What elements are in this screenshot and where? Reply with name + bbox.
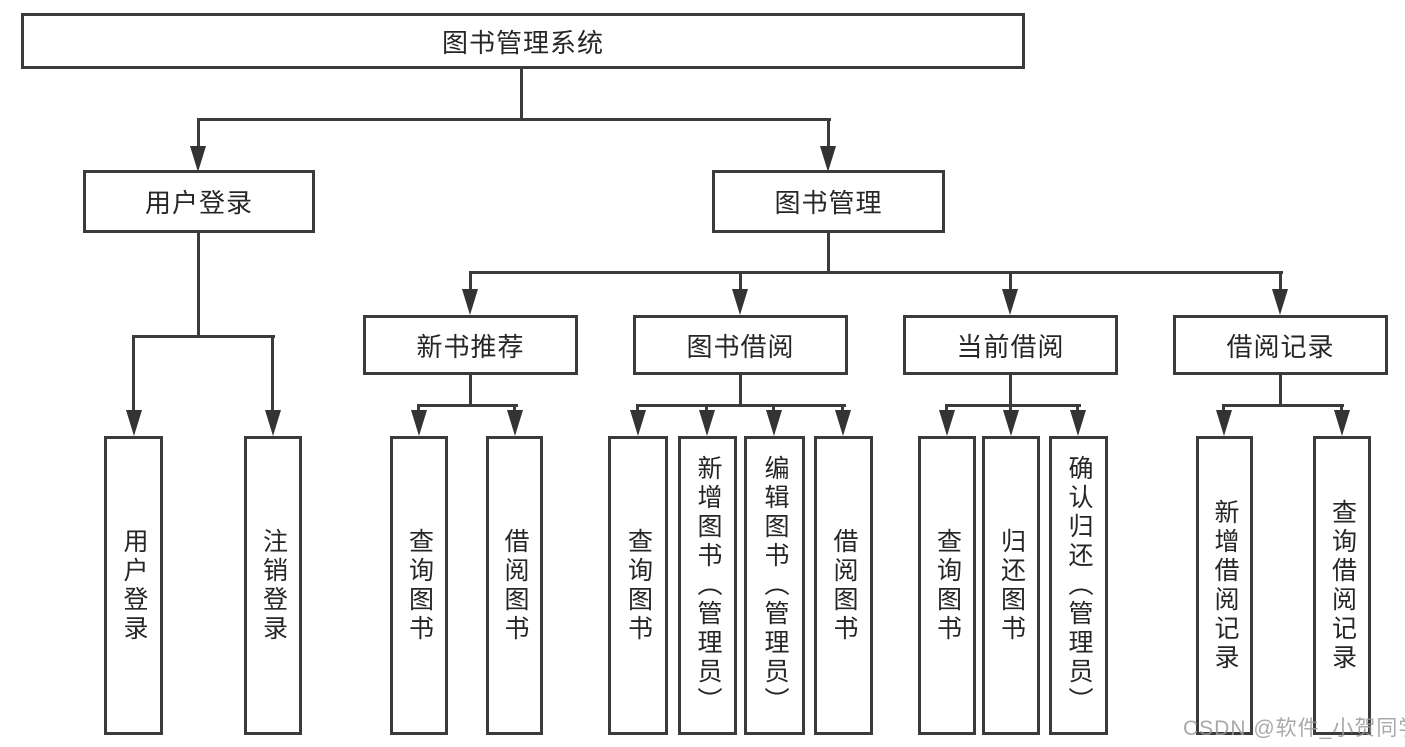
leaf-borrow-books-borrowing: 借阅图书: [814, 436, 873, 735]
arrow-down-icon: [190, 146, 206, 172]
connector-level3-stem: [1279, 271, 1282, 293]
leaf-query-books-newbook: 查询图书: [390, 436, 448, 735]
connector-book-borrow-branch: [636, 404, 846, 407]
leaf-add-books-admin: 新增图书（管理员）: [678, 436, 737, 735]
connector-book-mgmt-branch: [469, 271, 1283, 274]
leaf-label: 查询图书: [624, 527, 653, 644]
arrow-down-icon: [265, 410, 281, 436]
leaf-edit-books-admin: 编辑图书（管理员）: [744, 436, 805, 735]
connector-leaf-stem: [271, 335, 274, 413]
connector-user-login-down: [197, 233, 200, 337]
connector-user-login-stem: [197, 118, 200, 152]
arrow-down-icon: [699, 410, 715, 436]
leaf-label: 借阅图书: [830, 527, 858, 644]
watermark: CSDN @软件_小贺同学: [1183, 717, 1405, 740]
leaf-query-books-borrowing: 查询图书: [608, 436, 668, 735]
connector-level3-stem: [739, 271, 742, 293]
leaf-label: 查询图书: [405, 527, 434, 644]
leaf-label: 编辑图书（管理员）: [761, 455, 789, 716]
node-current-borrowing: 当前借阅: [903, 315, 1118, 375]
connector-root-stem: [520, 69, 523, 120]
arrow-down-icon: [1272, 289, 1288, 315]
node-root: 图书管理系统: [21, 13, 1025, 69]
leaf-user-login: 用户登录: [104, 436, 163, 735]
node-book-borrowing: 图书借阅: [633, 315, 848, 375]
arrow-down-icon: [820, 146, 836, 172]
connector-new-book-down: [469, 375, 472, 406]
leaf-borrow-books-newbook: 借阅图书: [486, 436, 543, 735]
leaf-label: 借阅图书: [501, 527, 529, 644]
connector-book-mgmt-stem: [827, 118, 830, 152]
arrow-down-icon: [126, 410, 142, 436]
node-book-management: 图书管理: [712, 170, 945, 233]
leaf-label: 确认归还（管理员）: [1065, 455, 1093, 716]
arrow-down-icon: [462, 289, 478, 315]
arrow-down-icon: [1003, 410, 1019, 436]
connector-borrow-record-branch: [1222, 404, 1344, 407]
arrow-down-icon: [1334, 410, 1350, 436]
arrow-down-icon: [939, 410, 955, 436]
connector-new-book-branch: [417, 404, 518, 407]
leaf-return-books: 归还图书: [982, 436, 1040, 735]
arrow-down-icon: [1070, 410, 1086, 436]
leaf-query-borrow-record: 查询借阅记录: [1313, 436, 1371, 735]
connector-book-borrow-down: [739, 375, 742, 406]
arrow-down-icon: [1002, 289, 1018, 315]
arrow-down-icon: [732, 289, 748, 315]
arrow-down-icon: [630, 410, 646, 436]
connector-current-borrow-branch: [945, 404, 1081, 407]
node-user-login: 用户登录: [83, 170, 315, 233]
arrow-down-icon: [411, 410, 427, 436]
node-borrow-records: 借阅记录: [1173, 315, 1388, 375]
node-new-book-recommend: 新书推荐: [363, 315, 578, 375]
connector-book-mgmt-down: [827, 233, 830, 274]
connector-user-login-branch: [132, 335, 275, 338]
connector-level3-stem: [1009, 271, 1012, 293]
connector-level3-stem: [469, 271, 472, 293]
connector-current-borrow-down: [1009, 375, 1012, 406]
leaf-label: 查询借阅记录: [1328, 498, 1357, 673]
connector-leaf-stem: [132, 335, 135, 413]
connector-root-branch: [197, 118, 831, 121]
leaf-confirm-return-admin: 确认归还（管理员）: [1049, 436, 1108, 735]
leaf-query-books-current: 查询图书: [918, 436, 976, 735]
leaf-logout: 注销登录: [244, 436, 302, 735]
arrow-down-icon: [835, 410, 851, 436]
arrow-down-icon: [1216, 410, 1232, 436]
arrow-down-icon: [507, 410, 523, 436]
leaf-label: 归还图书: [997, 527, 1026, 644]
arrow-down-icon: [766, 410, 782, 436]
leaf-label: 新增借阅记录: [1211, 498, 1239, 673]
leaf-label: 注销登录: [259, 527, 288, 644]
connector-borrow-record-down: [1279, 375, 1282, 406]
leaf-add-borrow-record: 新增借阅记录: [1196, 436, 1253, 735]
leaf-label: 查询图书: [933, 527, 962, 644]
leaf-label: 新增图书（管理员）: [694, 455, 722, 716]
leaf-label: 用户登录: [120, 527, 148, 644]
